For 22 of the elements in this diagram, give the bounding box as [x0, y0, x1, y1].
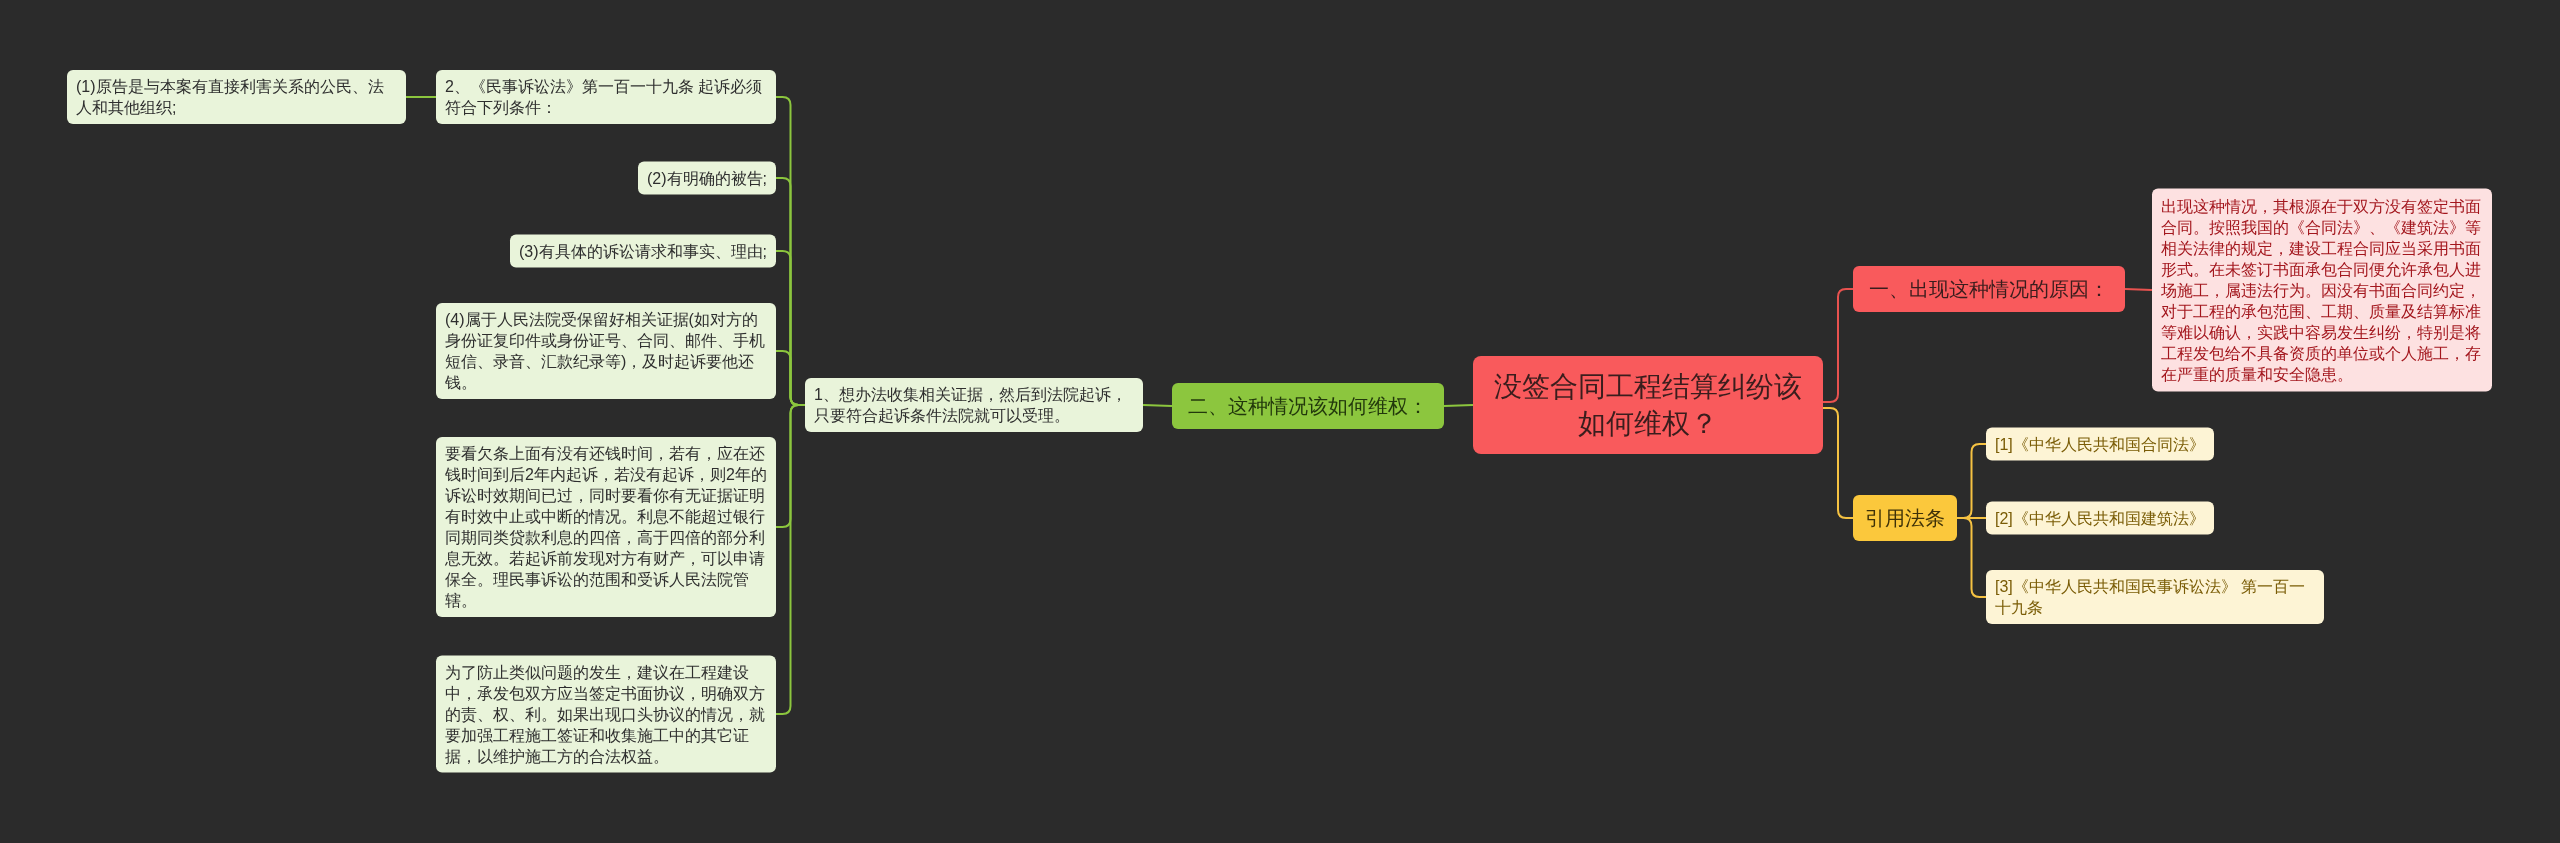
connector-line	[2124, 288, 2153, 291]
connector-line	[405, 96, 437, 98]
connector-line	[1956, 517, 1987, 598]
subtopic: [1]《中华人民共和国合同法》	[1986, 427, 2214, 461]
main-topic: 二、这种情况该如何维权：	[1172, 383, 1444, 429]
subtopic: 为了防止类似问题的发生，建议在工程建设中，承发包双方应当签定书面协议，明确双方的责、权、利。如果出现口头协议的情况，就要加强工程施工签证和收集施工中的其它证据，以维护施工方的合法权益。	[436, 655, 776, 773]
main-topic: 引用法条	[1853, 495, 1957, 541]
subtopic: (1)原告是与本案有直接利害关系的公民、法人和其他组织;	[67, 70, 406, 124]
central-topic: 没签合同工程结算纠纷该如何维权？	[1473, 356, 1823, 454]
subtopic: 1、想办法收集相关证据，然后到法院起诉，只要符合起诉条件法院就可以受理。	[805, 378, 1143, 432]
subtopic: [3]《中华人民共和国民事诉讼法》 第一百一十九条	[1986, 570, 2324, 624]
main-topic: 一、出现这种情况的原因：	[1853, 266, 2125, 312]
subtopic: (4)属于人民法院受保留好相关证据(如对方的身份证复印件或身份证号、合同、邮件、手机短信、录音、汇款纪录等)，及时起诉要他还钱。	[436, 303, 776, 399]
subtopic: (3)有具体的诉讼请求和事实、理由;	[510, 234, 776, 268]
subtopic: 要看欠条上面有没有还钱时间，若有，应在还钱时间到后2年内起诉，若没有起诉，则2年的诉讼时效期间已过，同时要看你有无证据证明有时效中止或中断的情况。利息不能超过银行同期同类贷款利息的四倍，高于四倍的部分利息无效。若起诉前发现对方有财产，可以申请保全。理民事诉讼的范围和受诉人民法院管辖。	[436, 437, 776, 617]
connector-line	[1443, 404, 1474, 407]
subtopic: (2)有明确的被告;	[638, 161, 776, 195]
subtopic: 2、《民事诉讼法》第一百一十九条 起诉必须符合下列条件：	[436, 70, 776, 124]
detail-note: 出现这种情况，其根源在于双方没有签定书面合同。按照我国的《合同法》、《建筑法》等相关法律的规定，建设工程合同应当采用书面形式。在未签订书面承包合同便允许承包人进场施工，属违法行为。因没有书面合同约定，对于工程的承包范围、工期、质量及结算标准等难以确认，实践中容易发生纠纷，特别是将工程发包给不具备资质的单位或个人施工，存在严重的质量和安全隐患。	[2152, 188, 2492, 392]
connector-line	[775, 404, 806, 715]
connector-line	[1142, 404, 1173, 407]
subtopic: [2]《中华人民共和国建筑法》	[1986, 501, 2214, 535]
